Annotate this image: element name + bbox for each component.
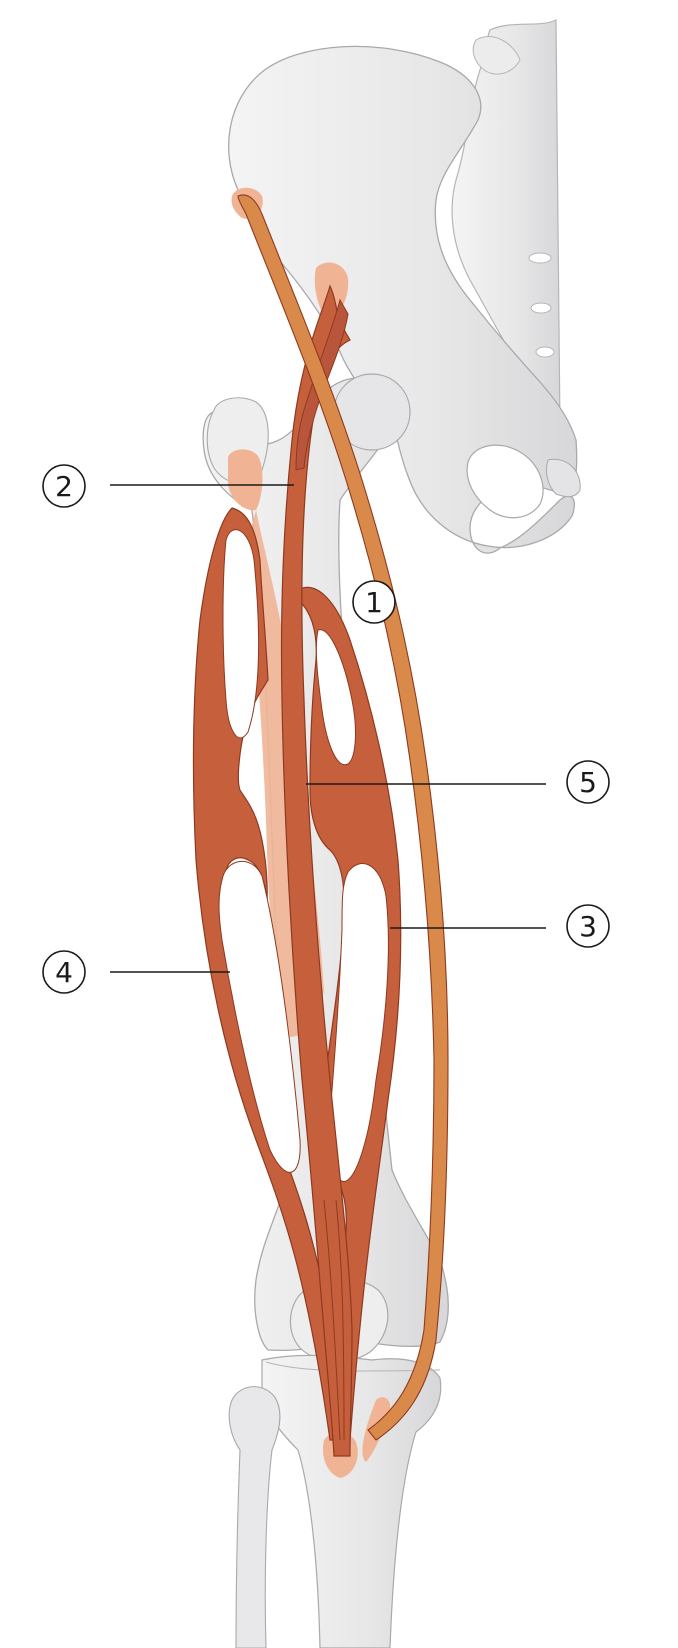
obturator-foramen [466,444,544,519]
callout-circle [352,580,396,624]
sacral-foramen [530,302,552,314]
callout-circle [566,760,610,804]
vastus-medialis-window [315,629,356,766]
sacrum [451,19,561,432]
pubis [545,458,581,498]
callout-circle [566,904,610,948]
sacral-foramen [535,346,555,358]
vastus-lateralis-window [218,860,301,1173]
callout-number-3: 3 [579,910,597,943]
attachment-area-trochanter [228,449,263,511]
fibula [228,1386,281,1648]
tibia [261,1354,442,1648]
sacrum-upper-process [472,36,521,75]
callouts: 2 1 5 3 4 [42,464,610,994]
callout-circle [42,464,86,508]
callout-number-1: 1 [365,586,383,619]
callout-number-2: 2 [55,470,73,503]
quadriceps-tendon-line [323,1199,341,1441]
vastus-medialis-window [329,863,389,1182]
vastus-lateralis-window [222,529,260,739]
callout-circle [42,950,86,994]
sartorius [237,194,449,1441]
muscles [192,194,449,1457]
callout-number-5: 5 [579,766,597,799]
quadriceps-tendon-line [335,1199,345,1441]
sacral-foramen [528,252,552,264]
callout-number-4: 4 [55,956,73,989]
